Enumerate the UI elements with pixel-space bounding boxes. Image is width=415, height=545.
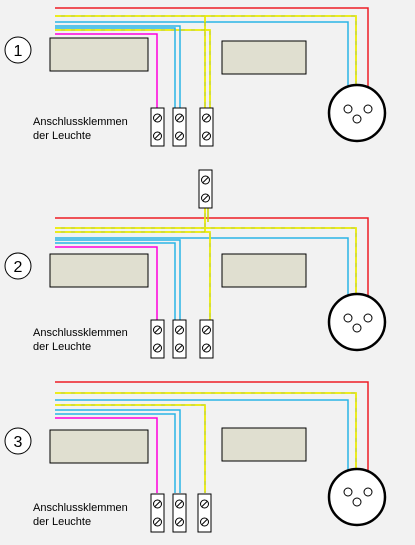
neutral-branch-wire — [55, 409, 181, 493]
neutral-lamp-wire — [55, 27, 176, 108]
terminal-block — [172, 319, 187, 359]
earth-lamp-wire-dash — [55, 231, 211, 320]
terminal-block — [199, 319, 214, 359]
terminal-label-line2: der Leuchte — [33, 341, 91, 353]
terminal-label-line1: Anschlussklemmen — [33, 327, 128, 339]
diagram-number-badge — [4, 252, 32, 280]
terminal-label-line2: der Leuchte — [33, 516, 91, 528]
switched-phase-wire — [55, 417, 158, 493]
terminal-label-line2: der Leuchte — [33, 130, 91, 142]
earth-lamp-wire-dash — [55, 404, 206, 493]
earth-wire-dash — [55, 227, 357, 323]
lamp-box-right — [221, 253, 307, 288]
neutral-lamp-wire — [55, 413, 176, 493]
diagram-number: 1 — [14, 43, 23, 60]
junction-terminal-block — [198, 169, 213, 209]
switched-phase-wire — [55, 246, 158, 320]
neutral-lamp-wire — [55, 242, 176, 320]
earth-wire-dash — [55, 15, 357, 117]
lamp-box-right — [221, 427, 307, 462]
diagram-3: 3 Anschlussklemmen der Leuchte — [4, 381, 387, 533]
diagram-number-badge — [4, 427, 32, 455]
diagram-number-badge — [4, 36, 32, 64]
phase-wire — [55, 381, 369, 493]
diagram-1: 1 Anschlussklemmen der Leuchte — [4, 7, 387, 147]
terminal-block — [150, 107, 165, 147]
terminal-label-line1: Anschlussklemmen — [33, 116, 128, 128]
diagram-number: 3 — [14, 434, 23, 451]
neutral-wire — [55, 399, 349, 493]
switched-phase-wire — [55, 33, 158, 108]
terminal-block — [172, 107, 187, 147]
lamp-box-left — [49, 429, 149, 464]
earth-wire-dash — [55, 392, 357, 493]
diagram-2: 2 Anschlussklemmen der Leuchte — [4, 169, 387, 359]
lamp-box-left — [49, 253, 149, 288]
terminal-block — [199, 107, 214, 147]
neutral-branch-wire — [55, 239, 181, 320]
neutral-branch-wire — [55, 25, 181, 108]
lamp-box-right — [221, 40, 307, 75]
ceiling-socket — [327, 83, 387, 143]
phase-wire — [55, 217, 369, 323]
terminal-block — [150, 319, 165, 359]
lamp-box-left — [49, 37, 149, 72]
phase-wire — [55, 7, 369, 117]
terminal-label-line1: Anschlussklemmen — [33, 502, 128, 514]
terminal-block — [197, 493, 212, 533]
diagram-number: 2 — [14, 259, 23, 276]
terminal-block — [172, 493, 187, 533]
terminal-block — [150, 493, 165, 533]
ceiling-socket — [327, 467, 387, 527]
earth-branch-wire-2-dash — [55, 29, 211, 108]
ceiling-socket — [327, 292, 387, 352]
